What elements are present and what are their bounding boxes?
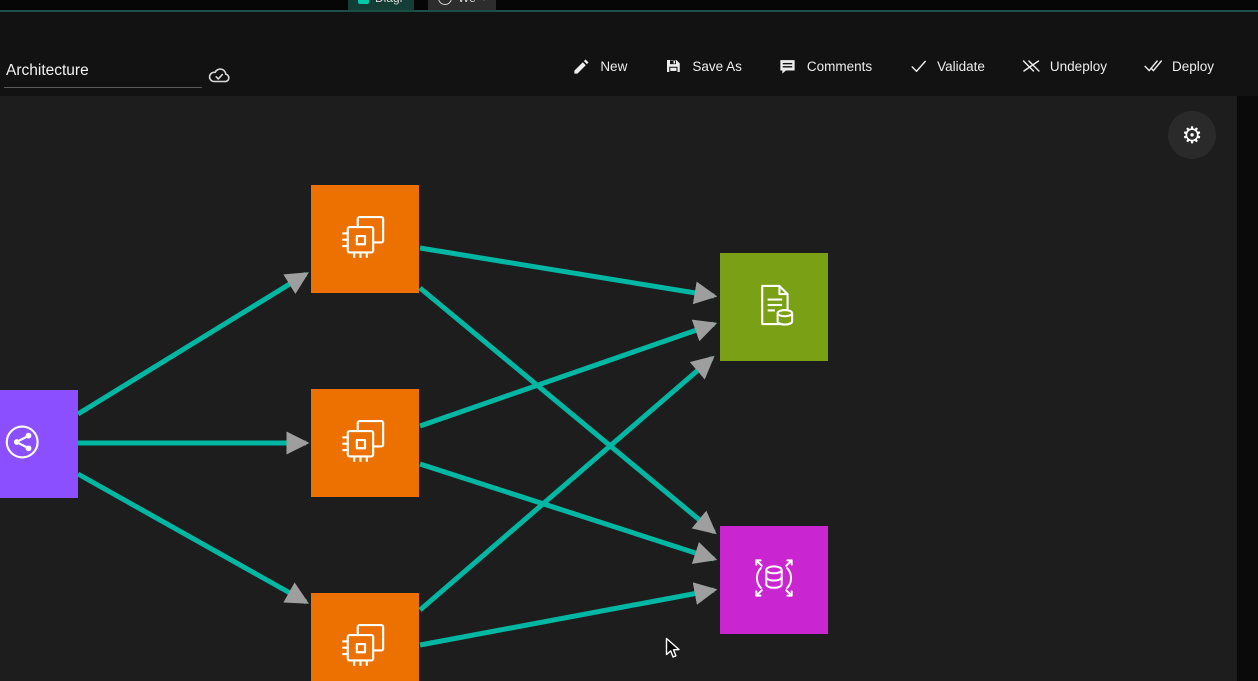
toolbar-actions: New Save As Comm (569, 52, 1216, 80)
edge-3[interactable] (420, 248, 714, 296)
gear-icon: ⚙ (1182, 122, 1203, 149)
node-compute-1[interactable] (311, 185, 419, 293)
compute-chip-icon (336, 412, 394, 475)
undeploy-button[interactable]: Undeploy (1019, 52, 1109, 80)
node-database[interactable] (720, 526, 828, 634)
save-as-button[interactable]: Save As (661, 52, 744, 80)
comments-button[interactable]: Comments (776, 52, 874, 80)
validate-button[interactable]: Validate (906, 52, 987, 80)
compute-chip-icon (336, 208, 394, 271)
database-sync-icon (745, 549, 803, 612)
deploy-button[interactable]: Deploy (1141, 52, 1216, 80)
deploy-button-label: Deploy (1172, 59, 1214, 74)
new-button-label: New (600, 59, 627, 74)
edge-layer (0, 96, 1237, 681)
canvas-settings-button[interactable]: ⚙ (1168, 111, 1216, 159)
node-network[interactable] (0, 390, 78, 498)
node-storage[interactable] (720, 253, 828, 361)
pencil-icon (571, 56, 591, 76)
tab-web-label: We (458, 0, 476, 5)
undeploy-button-label: Undeploy (1050, 59, 1107, 74)
double-check-icon (1143, 56, 1163, 76)
save-icon (663, 56, 683, 76)
edge-7[interactable] (420, 358, 712, 610)
double-x-icon (1021, 56, 1041, 76)
edge-2[interactable] (78, 474, 306, 602)
comment-icon (778, 56, 798, 76)
comments-button-label: Comments (807, 59, 872, 74)
check-icon (908, 56, 928, 76)
title-input[interactable] (4, 62, 202, 88)
new-button[interactable]: New (569, 52, 629, 80)
edge-6[interactable] (420, 464, 714, 559)
node-compute-2[interactable] (311, 389, 419, 497)
storage-document-icon (745, 276, 803, 339)
chevron-down-icon: ▾ (482, 0, 487, 4)
edge-0[interactable] (78, 274, 306, 414)
cloud-check-icon (206, 64, 232, 88)
globe-icon (438, 0, 452, 5)
diagram-tab-icon (358, 0, 369, 4)
edge-8[interactable] (420, 590, 714, 645)
accent-divider (0, 10, 1258, 12)
save-as-button-label: Save As (692, 59, 742, 74)
validate-button-label: Validate (937, 59, 985, 74)
canvas-right-gutter (1237, 96, 1258, 681)
tab-diagram-label: Diagr (375, 0, 404, 5)
diagram-canvas[interactable] (0, 96, 1237, 681)
share-network-icon (0, 413, 53, 476)
toolbar: New Save As Comm (0, 12, 1258, 96)
compute-chip-icon (336, 616, 394, 679)
node-compute-3[interactable] (311, 593, 419, 681)
